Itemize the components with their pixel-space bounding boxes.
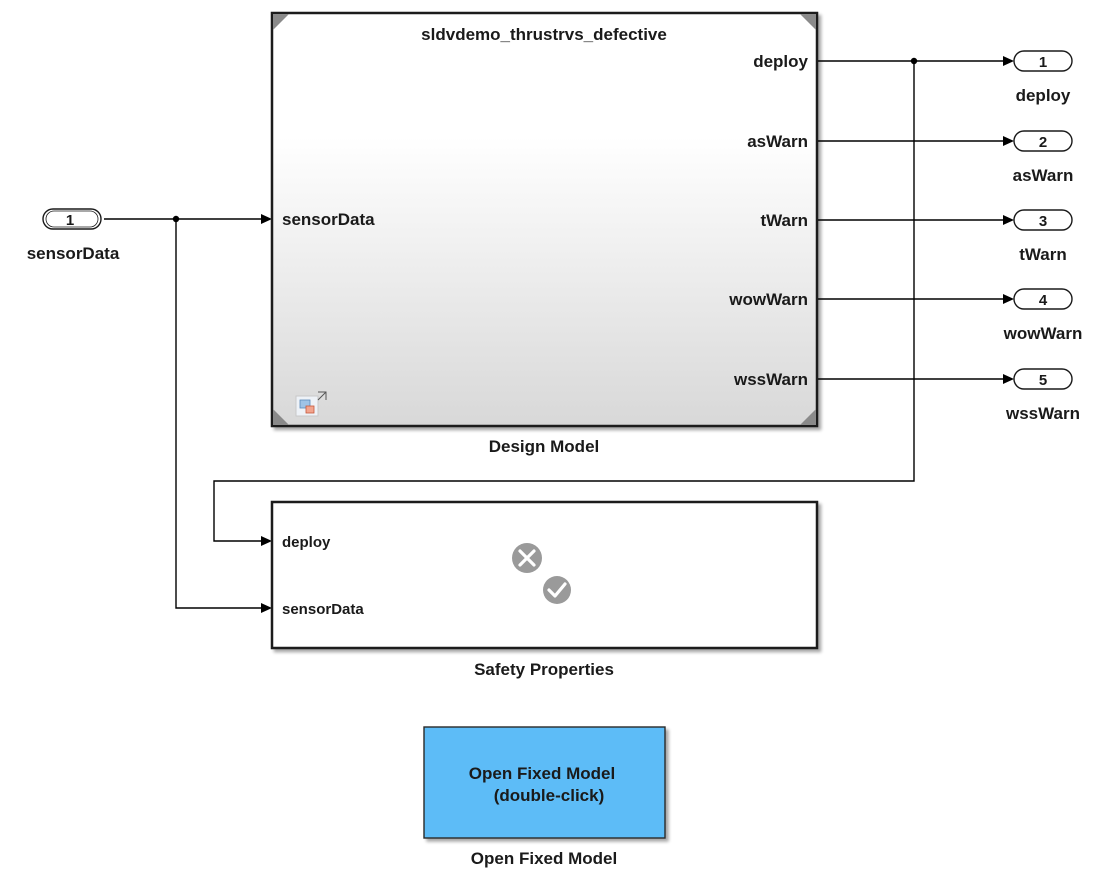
arrow-outport-4 (1003, 294, 1014, 304)
arrowheads (261, 56, 1014, 613)
arrow-outport-5 (1003, 374, 1014, 384)
outport-4-number: 4 (1039, 292, 1048, 309)
design-model-caption: Design Model (489, 437, 600, 456)
design-port-wssWarn: wssWarn (733, 370, 808, 389)
open-fixed-model-body[interactable] (423, 726, 666, 839)
corner-tr (800, 14, 816, 30)
design-port-deploy: deploy (753, 52, 808, 71)
corner-br (800, 409, 816, 425)
arrow-design-sensorData (261, 214, 272, 224)
line-sensorData-branch[interactable] (175, 219, 262, 609)
outport-4-block[interactable] (1013, 288, 1073, 310)
inport-block-inner (45, 210, 99, 228)
outport-5-block[interactable] (1013, 368, 1073, 390)
open-fixed-model-line2: (double-click) (494, 786, 605, 805)
model-reference-icon[interactable] (295, 391, 327, 417)
outport-5-number: 5 (1039, 372, 1047, 389)
line-deploy-feedback[interactable] (213, 61, 915, 542)
design-port-wowWarn: wowWarn (728, 290, 808, 309)
open-fixed-model-button[interactable]: Open Fixed Model (double-click) Open Fix… (423, 726, 666, 868)
outport-5[interactable]: 5 wssWarn (1005, 368, 1080, 423)
safety-port-sensorData: sensorData (282, 601, 364, 618)
safety-properties-caption: Safety Properties (474, 660, 614, 679)
outport-2-label: asWarn (1013, 166, 1074, 185)
arrow-outport-1 (1003, 56, 1014, 66)
arrow-safety-sensorData (261, 603, 272, 613)
outport-1-number: 1 (1039, 54, 1047, 71)
outport-2-number: 2 (1039, 134, 1047, 151)
design-port-tWarn: tWarn (760, 211, 808, 230)
outport-4-label: wowWarn (1003, 324, 1083, 343)
arrow-safety-deploy (261, 536, 272, 546)
arrow-outport-2 (1003, 136, 1014, 146)
open-fixed-model-line1: Open Fixed Model (469, 764, 615, 783)
design-port-sensorData: sensorData (282, 210, 375, 229)
outport-2[interactable]: 2 asWarn (1013, 130, 1074, 185)
outport-1-block[interactable] (1013, 50, 1073, 72)
outport-4[interactable]: 4 wowWarn (1003, 288, 1083, 343)
safety-port-deploy: deploy (282, 534, 331, 551)
outport-1[interactable]: 1 deploy (1013, 50, 1073, 105)
outport-1-label: deploy (1016, 86, 1071, 105)
outport-3[interactable]: 3 tWarn (1013, 209, 1073, 264)
outport-2-block[interactable] (1013, 130, 1073, 152)
corner-bl (273, 409, 289, 425)
arrow-outport-3 (1003, 215, 1014, 225)
design-model-block[interactable]: sldvdemo_thrustrvs_defective sensorData … (270, 11, 819, 456)
design-port-asWarn: asWarn (747, 132, 808, 151)
outport-3-number: 3 (1039, 213, 1047, 230)
safety-properties-block[interactable]: deploy sensorData Safety Properties (270, 500, 819, 679)
design-model-body[interactable] (270, 11, 819, 428)
branch-point-deploy (910, 57, 918, 65)
verification-status-icon (512, 543, 573, 606)
outport-5-label: wssWarn (1005, 404, 1080, 423)
inport-sensorData[interactable]: 1 sensorData (27, 208, 120, 263)
outport-3-block[interactable] (1013, 209, 1073, 231)
outport-3-label: tWarn (1019, 245, 1067, 264)
inport-label: sensorData (27, 244, 120, 263)
corner-tl (273, 14, 289, 30)
inport-block[interactable] (42, 208, 102, 230)
branch-point-sensorData (172, 215, 180, 223)
inport-number: 1 (66, 212, 74, 229)
design-model-name: sldvdemo_thrustrvs_defective (421, 25, 667, 44)
signal-lines (104, 60, 1004, 609)
open-fixed-model-caption: Open Fixed Model (471, 849, 617, 868)
safety-properties-body[interactable] (270, 500, 819, 650)
